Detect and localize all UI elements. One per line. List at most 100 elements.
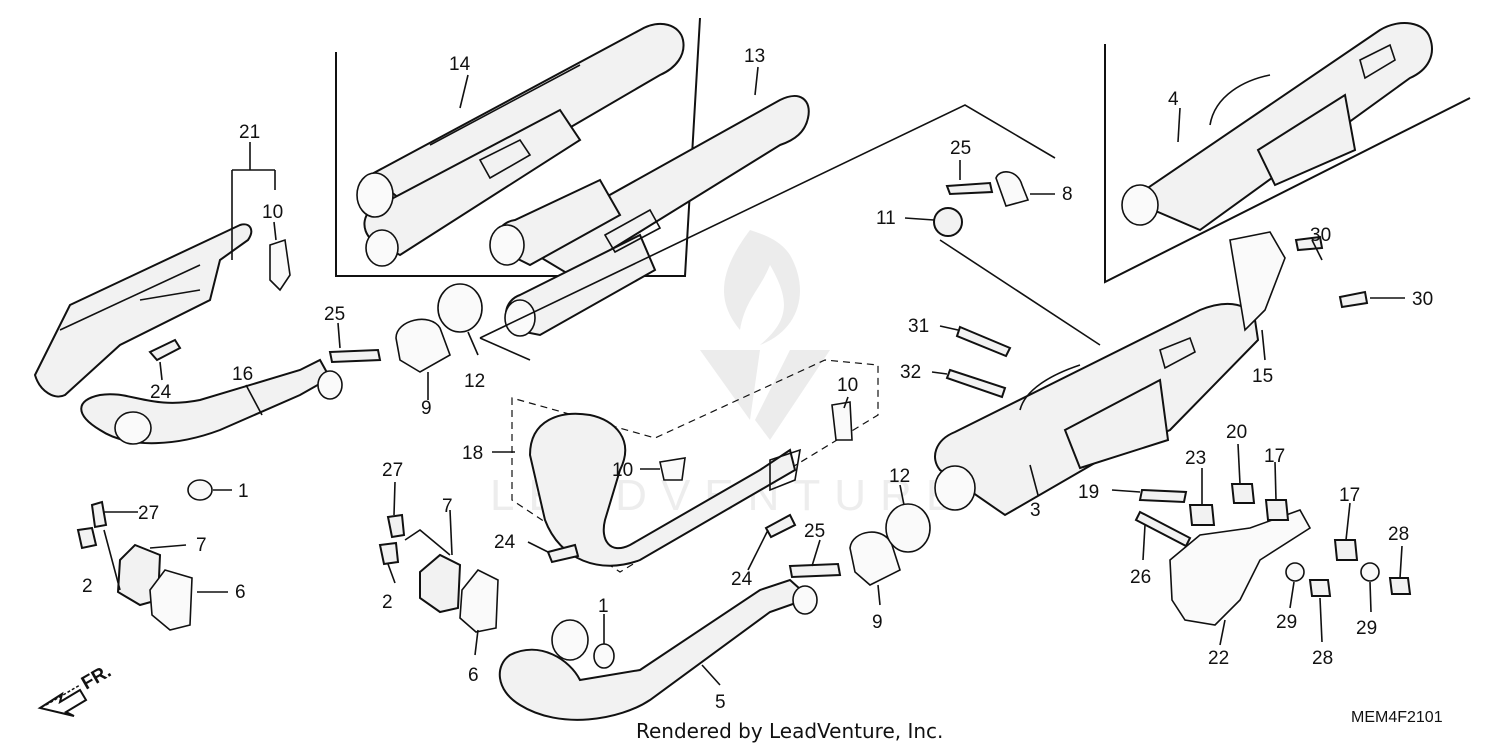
- callout-30: 30: [1412, 289, 1433, 310]
- callout-17: 17: [1339, 485, 1360, 506]
- gasket-1: [593, 643, 615, 669]
- bolt-25: [788, 562, 842, 579]
- muffler-set-4: [1104, 22, 1471, 284]
- collar-23: [1188, 504, 1216, 526]
- callout-25: 25: [804, 521, 825, 542]
- callout-7: 7: [196, 535, 207, 556]
- callout-10: 10: [837, 375, 858, 396]
- callout-27: 27: [138, 503, 159, 524]
- bolt-32: [945, 368, 1007, 399]
- bolt-19: [1138, 488, 1188, 504]
- bolt-30: [1338, 290, 1369, 309]
- callout-22: 22: [1208, 648, 1229, 669]
- gasket-12: [885, 503, 931, 553]
- diagram-code: MEM4F2101: [1351, 709, 1443, 726]
- exhaust-pipe-16: [80, 358, 343, 445]
- callout-28: 28: [1312, 648, 1333, 669]
- joint-7: [419, 553, 462, 614]
- callout-7: 7: [442, 496, 453, 517]
- clip-10: [659, 457, 686, 481]
- leader-lines: [103, 66, 1405, 686]
- callout-3: 3: [1030, 500, 1041, 521]
- callout-12: 12: [464, 371, 485, 392]
- step-bracket-22: [1169, 509, 1312, 626]
- callout-24: 24: [494, 532, 516, 553]
- collar-20: [1230, 483, 1256, 504]
- callout-14: 14: [449, 54, 471, 75]
- stud-27: [386, 513, 406, 539]
- band-9: [395, 318, 451, 373]
- heat-shield-21: [33, 223, 253, 398]
- callout-2: 2: [82, 576, 93, 597]
- bolt-24: [148, 338, 182, 362]
- callout-18: 18: [462, 443, 483, 464]
- rendered-by-footer: Rendered by LeadVenture, Inc.: [636, 719, 943, 743]
- callout-labels: 14 13 4 21 10 24 16 1 27 7 2 6 25 9 12 2…: [82, 46, 1433, 713]
- callout-6: 6: [468, 665, 479, 686]
- callout-32: 32: [900, 362, 921, 383]
- callout-6: 6: [235, 582, 246, 603]
- callout-1: 1: [238, 481, 249, 502]
- callout-28: 28: [1388, 524, 1409, 545]
- guard-18: [511, 359, 879, 573]
- callout-10: 10: [262, 202, 283, 223]
- bolt-31: [955, 325, 1012, 358]
- callout-15: 15: [1252, 366, 1273, 387]
- rubber-11: [933, 207, 963, 237]
- callout-17: 17: [1264, 446, 1285, 467]
- callout-25: 25: [324, 304, 345, 325]
- callout-16: 16: [232, 364, 253, 385]
- nut-28: [1308, 579, 1332, 597]
- callout-29: 29: [1276, 612, 1297, 633]
- bolt-26: [1134, 510, 1192, 548]
- callout-13: 13: [744, 46, 765, 67]
- bracket-15: [1229, 231, 1286, 332]
- callout-20: 20: [1226, 422, 1247, 443]
- nut-2: [76, 526, 98, 550]
- exhaust-pipe-5: [498, 578, 818, 721]
- callout-24: 24: [731, 569, 753, 590]
- bolt-25: [945, 181, 994, 196]
- band-9: [849, 531, 901, 586]
- nut-17: [1264, 499, 1290, 521]
- clip-10: [269, 238, 291, 292]
- callout-25: 25: [950, 138, 971, 159]
- gasket-6: [149, 569, 193, 631]
- bolt-25: [328, 348, 382, 364]
- callout-21: 21: [239, 122, 260, 143]
- washer-29: [1285, 562, 1305, 582]
- front-arrow: FR.: [37, 661, 115, 717]
- callout-5: 5: [715, 692, 726, 713]
- muffler-set-14: [335, 17, 701, 277]
- gasket-6: [459, 568, 499, 633]
- callout-23: 23: [1185, 448, 1206, 469]
- callout-24: 24: [150, 382, 172, 403]
- bolt-24: [546, 543, 580, 564]
- gasket-1: [187, 479, 213, 501]
- callout-4: 4: [1168, 89, 1179, 110]
- muffler-3: [934, 302, 1260, 517]
- callout-27: 27: [382, 460, 403, 481]
- callout-29: 29: [1356, 618, 1377, 639]
- callout-31: 31: [908, 316, 929, 337]
- callout-8: 8: [1062, 184, 1073, 205]
- bolt-24: [764, 513, 797, 539]
- stud-27: [90, 500, 108, 529]
- callout-11: 11: [876, 208, 896, 229]
- washer-29: [1360, 562, 1380, 582]
- callout-9: 9: [872, 612, 883, 633]
- front-arrow-label: FR.: [78, 661, 115, 694]
- clamp-8: [995, 171, 1030, 207]
- callout-12: 12: [889, 466, 910, 487]
- callout-9: 9: [421, 398, 432, 419]
- callout-10: 10: [612, 460, 633, 481]
- callout-30: 30: [1310, 225, 1331, 246]
- gasket-12: [437, 283, 483, 333]
- callout-26: 26: [1130, 567, 1151, 588]
- nut-28: [1388, 577, 1412, 595]
- callout-19: 19: [1078, 482, 1099, 503]
- nut-17: [1333, 539, 1359, 561]
- clip-10: [831, 401, 853, 441]
- callout-2: 2: [382, 592, 393, 613]
